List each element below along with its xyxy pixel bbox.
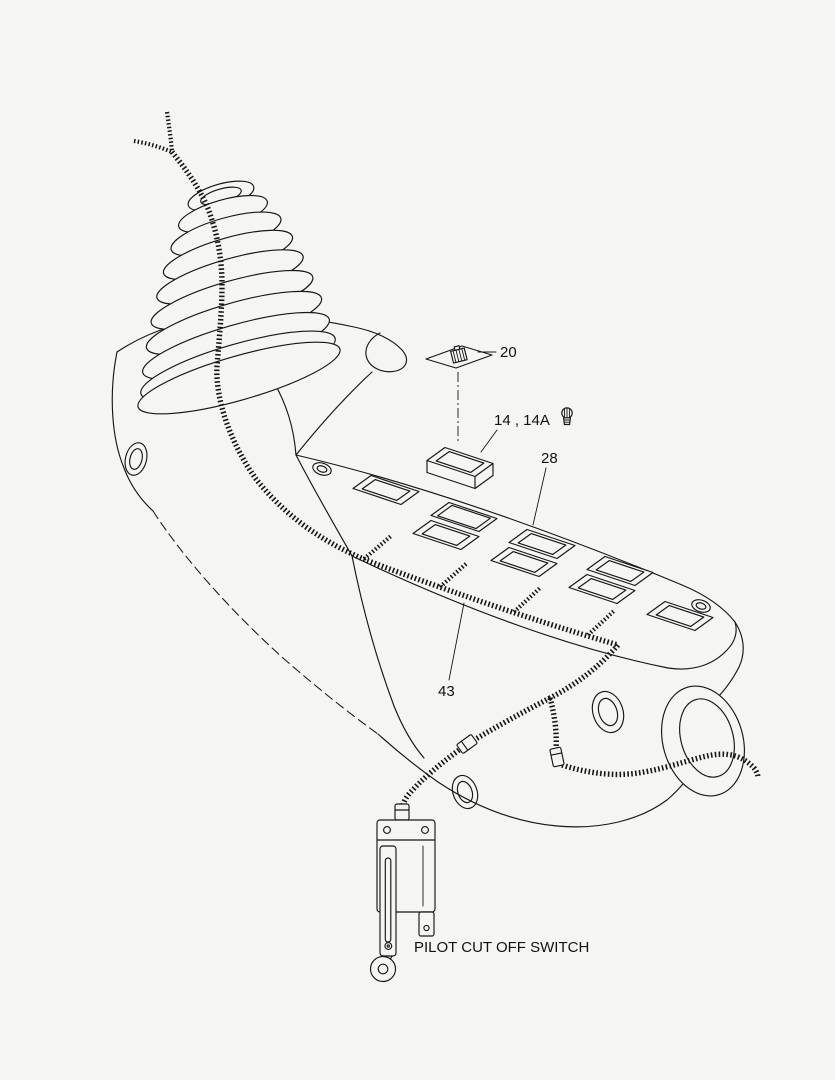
harness-main: [169, 150, 619, 648]
pilot-cut-off-switch: [369, 803, 436, 983]
bulb-icon: [561, 407, 573, 426]
pilot-cut-off-switch-label: PILOT CUT OFF SWITCH: [414, 939, 589, 956]
pivot-boss: [660, 685, 746, 797]
harness-branch: [164, 111, 175, 153]
lever-arm: [379, 845, 397, 957]
rocker-switch: [352, 474, 420, 506]
harness-main: [548, 643, 621, 701]
harness-stub: [362, 534, 393, 561]
rocker-switch: [646, 600, 714, 632]
callout-20-label: 20: [500, 344, 517, 361]
hidden-edge: [152, 510, 379, 735]
joystick-boot: [137, 180, 341, 415]
harness-branch: [472, 695, 552, 743]
mounting-hole: [591, 690, 625, 734]
grommet: [450, 345, 468, 364]
console-body: [111, 314, 746, 828]
bolt-hole: [691, 599, 711, 613]
leader-line: [480, 429, 498, 453]
harness-stub: [512, 585, 543, 614]
roller-wheel: [369, 955, 397, 983]
switch-panel: [352, 446, 714, 632]
harness-branch: [561, 751, 761, 779]
harness-connector: [456, 734, 478, 754]
mounting-hole: [124, 442, 148, 476]
callout-14-14a-label: 14 , 14A: [494, 412, 550, 429]
harness-stub: [438, 561, 469, 589]
harness-branch: [399, 747, 461, 813]
harness-stub: [586, 608, 617, 637]
leader-line: [448, 602, 465, 681]
mount-tab: [418, 911, 435, 937]
rocker-switch-exploded: [426, 446, 494, 490]
grommet-plate: [425, 345, 493, 444]
harness-branch: [547, 697, 559, 750]
leader-line: [532, 467, 547, 526]
harness-branch: [133, 138, 173, 154]
callouts: 20 14 , 14A 28 43 PILOT CUT OFF SWITCH: [414, 344, 589, 956]
harness-connector: [549, 746, 565, 768]
callout-43-label: 43: [438, 683, 455, 700]
cable-gland: [394, 803, 410, 821]
callout-28-label: 28: [541, 450, 558, 467]
bolt-hole: [312, 462, 332, 476]
mounting-hole: [451, 774, 479, 810]
wiring-harness: [133, 111, 761, 813]
